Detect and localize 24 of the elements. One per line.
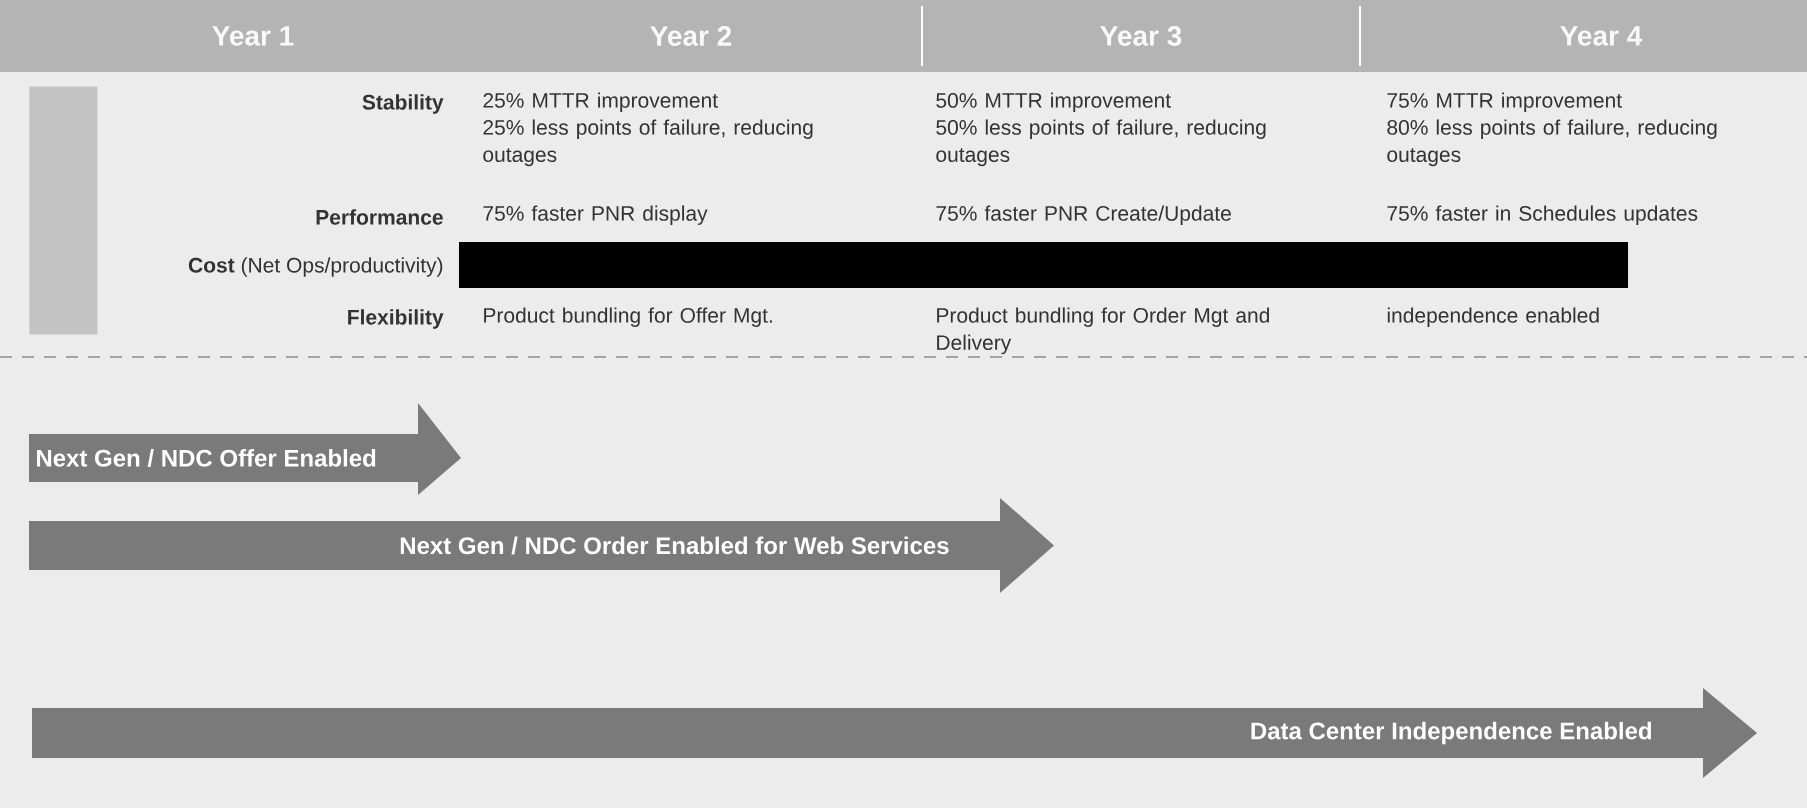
row-label: Performance (316, 209, 443, 225)
arrow-banner: Next Gen / NDC Order Enabled for Web Services (29, 498, 1054, 593)
table-cell: 75% faster in Schedules updates (1387, 205, 1698, 225)
column-header: Year 1 (212, 26, 294, 46)
table-cell: 75% faster PNR display (483, 205, 708, 225)
table-cell: independence enabled (1387, 307, 1599, 327)
row-label: Stability (362, 94, 444, 114)
column-header: Year 3 (1100, 26, 1182, 46)
table-cell: 75% faster PNR Create/Update (936, 205, 1231, 225)
table-cell: 80% less points of failure, reducing outages (1387, 119, 1717, 167)
row-label: Cost (Net Ops/productivity) (188, 257, 443, 277)
table-cell: 50% MTTR improvement (936, 92, 1171, 112)
side-bar (29, 86, 98, 335)
table-cell: Product bundling for Offer Mgt. (484, 307, 772, 327)
column-header: Year 4 (1560, 26, 1643, 46)
table-cell: 25% MTTR improvement (483, 92, 718, 112)
table-cell: 25% less points of failure, reducing outages (483, 119, 813, 167)
table-cell: 50% less points of failure, reducing outages (936, 119, 1266, 167)
column-header: Year 2 (650, 26, 732, 46)
table-cell: Product bundling for Order Mgt and Delivery (937, 307, 1269, 355)
table-cell: 75% MTTR improvement (1387, 92, 1622, 112)
row-label: Flexibility (348, 309, 444, 329)
arrow-banner: Next Gen / NDC Offer Enabled (29, 403, 461, 495)
arrow-banner: Data Center Independence Enabled (32, 688, 1758, 778)
